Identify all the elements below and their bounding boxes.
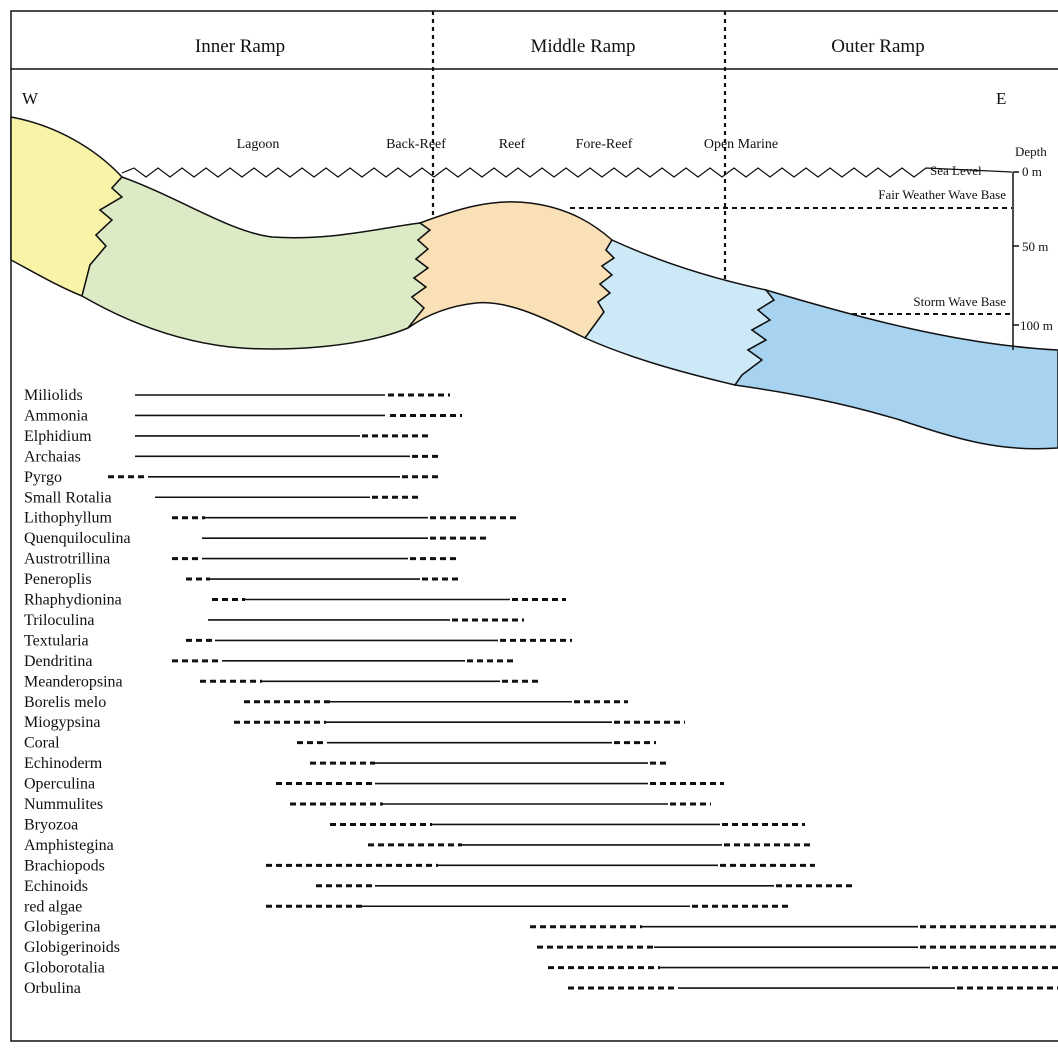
east-label: E bbox=[996, 89, 1006, 108]
sea-level-line bbox=[121, 167, 1013, 178]
env-back-reef: Back-Reef bbox=[386, 137, 446, 152]
env-open-marine: Open Marine bbox=[704, 137, 778, 152]
facies-reef bbox=[407, 201, 616, 339]
taxon-label: red algae bbox=[24, 898, 82, 915]
facies-lagoon bbox=[81, 176, 432, 350]
taxon-label: Dendritina bbox=[24, 653, 92, 670]
taxon-label: Echinoderm bbox=[24, 755, 103, 772]
taxa-range-chart: MiliolidsAmmoniaElphidiumArchaiasPyrgoSm… bbox=[24, 387, 1058, 997]
taxon-label: Borelis melo bbox=[24, 694, 106, 711]
west-label: W bbox=[22, 89, 39, 108]
taxon-label: Nummulites bbox=[24, 796, 103, 813]
taxon-label: Echinoids bbox=[24, 878, 88, 895]
taxon-label: Globigerina bbox=[24, 919, 100, 936]
depth-tick-label-0: 0 m bbox=[1022, 164, 1042, 179]
taxon-label: Archaias bbox=[24, 448, 81, 465]
env-fore-reef: Fore-Reef bbox=[576, 137, 633, 152]
taxon-label: Austrotrillina bbox=[24, 551, 110, 568]
taxon-label: Quenquiloculina bbox=[24, 530, 131, 547]
taxon-label: Brachiopods bbox=[24, 857, 105, 874]
zone-outer-ramp: Outer Ramp bbox=[831, 36, 924, 57]
env-lagoon: Lagoon bbox=[237, 137, 280, 152]
taxon-label: Miogypsina bbox=[24, 714, 100, 731]
zone-middle-ramp: Middle Ramp bbox=[530, 36, 635, 57]
taxon-label: Coral bbox=[24, 735, 60, 752]
sea-level-label: Sea Level bbox=[930, 163, 982, 178]
taxon-label: Globorotalia bbox=[24, 960, 105, 977]
depth-tick-label-50: 50 m bbox=[1022, 239, 1048, 254]
fair-weather-wave-base-label: Fair Weather Wave Base bbox=[878, 187, 1006, 202]
taxon-label: Lithophyllum bbox=[24, 510, 113, 527]
taxon-label: Operculina bbox=[24, 776, 95, 793]
taxon-label: Triloculina bbox=[24, 612, 95, 629]
env-reef: Reef bbox=[499, 137, 526, 152]
taxon-label: Small Rotalia bbox=[24, 489, 112, 506]
taxon-label: Ammonia bbox=[24, 407, 88, 424]
taxon-label: Miliolids bbox=[24, 387, 83, 404]
taxon-label: Globigerinoids bbox=[24, 939, 120, 956]
depth-scale-title: Depth bbox=[1015, 144, 1047, 159]
taxon-label: Rhaphydionina bbox=[24, 592, 122, 609]
facies-fore-reef bbox=[583, 239, 776, 386]
zone-inner-ramp: Inner Ramp bbox=[195, 36, 285, 57]
taxon-label: Meanderopsina bbox=[24, 673, 123, 690]
taxon-label: Pyrgo bbox=[24, 469, 62, 486]
taxon-label: Bryozoa bbox=[24, 816, 78, 833]
taxon-label: Textularia bbox=[24, 632, 89, 649]
taxon-label: Orbulina bbox=[24, 980, 81, 997]
depth-tick-label-100: 100 m bbox=[1020, 318, 1053, 333]
taxon-label: Peneroplis bbox=[24, 571, 92, 588]
taxon-label: Amphistegina bbox=[24, 837, 114, 854]
facies-open-marine bbox=[733, 288, 1058, 450]
taxon-label: Elphidium bbox=[24, 428, 92, 445]
storm-wave-base-label: Storm Wave Base bbox=[913, 294, 1006, 309]
figure-frame bbox=[10, 10, 1058, 1042]
